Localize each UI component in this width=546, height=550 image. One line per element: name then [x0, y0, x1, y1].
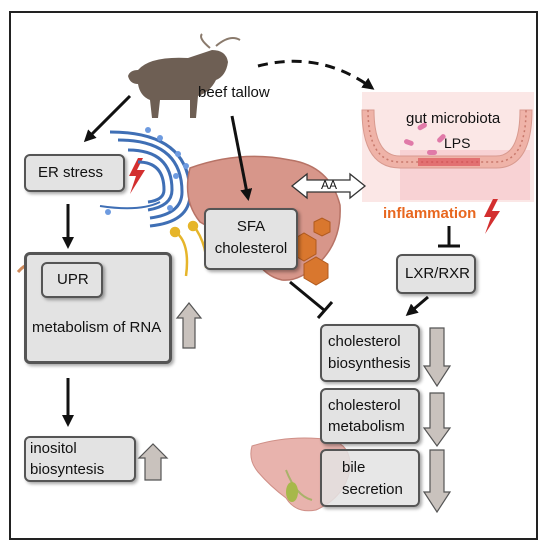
- cholesterol-label: cholesterol: [214, 240, 288, 257]
- arrow-lxr-to-chol: [405, 295, 429, 316]
- chol-metabolism-line2: metabolism: [328, 418, 405, 435]
- chol-biosynthesis-line2: biosynthesis: [328, 355, 411, 372]
- bile-secretion-box: bile secretion: [320, 449, 420, 507]
- aa-label: AA: [321, 178, 338, 192]
- sfa-cholesterol-box: SFA cholesterol: [204, 208, 298, 270]
- gut-microbiota-label: gut microbiota: [406, 110, 501, 127]
- inositol-box: inositol biosyntesis: [24, 436, 136, 482]
- chol-biosynthesis-down-arrow: [422, 327, 452, 388]
- arrow-cow-to-er: [83, 94, 132, 143]
- chol-biosynthesis-box: cholesterol biosynthesis: [320, 324, 420, 382]
- arrow-tallow-to-sfa: [230, 115, 253, 201]
- rna-metabolism-up-arrow: [175, 302, 203, 349]
- bile-line1: bile: [342, 459, 366, 476]
- inhibit-sfa-to-chol: [289, 280, 334, 319]
- sfa-label: SFA: [236, 218, 266, 235]
- gut-icon: [361, 92, 534, 202]
- chol-metabolism-line1: cholesterol: [328, 397, 401, 414]
- lxr-rxr-label: LXR/RXR: [405, 265, 471, 282]
- molecule-icon: [291, 217, 331, 286]
- bile-line2: secretion: [342, 481, 403, 498]
- chol-metabolism-down-arrow: [422, 392, 452, 448]
- metabolism-rna-label: metabolism of RNA: [32, 319, 162, 336]
- bile-down-arrow: [422, 449, 452, 514]
- inhibit-inflam-to-lxr: [438, 226, 460, 248]
- lightning-icon: [484, 199, 500, 234]
- inositol-line1: inositol: [30, 440, 77, 457]
- er-stress-label: ER stress: [38, 164, 104, 181]
- chol-biosynthesis-line1: cholesterol: [328, 333, 401, 350]
- upr-rna-box: UPR metabolism of RNA: [24, 252, 172, 364]
- aa-double-arrow: [290, 172, 367, 200]
- er-stress-box: ER stress: [24, 154, 125, 192]
- inflammation-label: inflammation: [383, 205, 477, 222]
- inositol-line2: biosyntesis: [30, 461, 105, 478]
- beef-tallow-label: beef tallow: [198, 84, 270, 101]
- arrow-tallow-to-gut: [257, 59, 375, 90]
- chol-metabolism-box: cholesterol metabolism: [320, 388, 420, 444]
- upr-label: UPR: [57, 271, 89, 288]
- lps-label: LPS: [444, 135, 471, 151]
- inositol-up-arrow: [137, 443, 169, 481]
- lightning-icon: [129, 158, 145, 194]
- lxr-rxr-box: LXR/RXR: [396, 254, 476, 294]
- cow-icon: [128, 33, 241, 118]
- upr-box: UPR: [41, 262, 103, 298]
